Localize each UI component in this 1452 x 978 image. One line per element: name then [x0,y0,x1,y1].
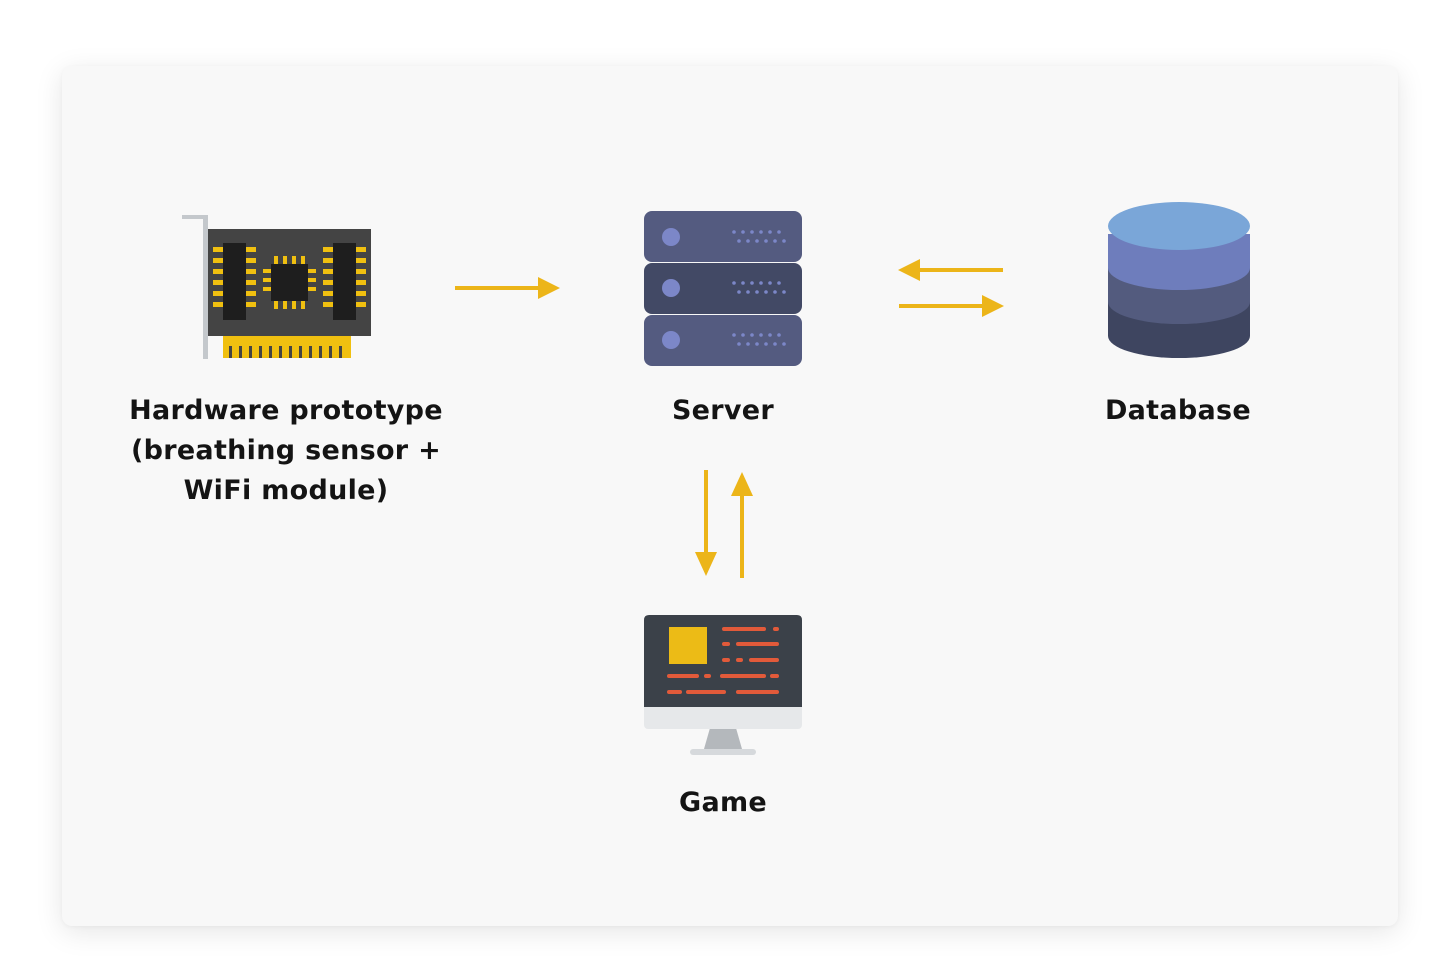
hardware-label-line-3: WiFi module) [183,475,389,506]
monitor-icon [644,615,802,755]
arrow-hardware-to-server [455,277,560,299]
arrow-server-to-database [899,295,1004,317]
game-label: Game [678,787,768,818]
arrow-game-to-server [731,472,753,578]
hardware-label-line-2: (breathing sensor + [130,435,442,466]
database-label: Database [1104,395,1252,426]
hardware-label-line-1: Hardware prototype [129,395,443,426]
arrow-database-to-server [898,259,1003,281]
database-icon [1108,202,1250,358]
server-rack-icon [644,211,802,366]
circuit-board-icon [182,215,371,359]
arrow-server-to-game [695,470,717,576]
hardware-label: Hardware prototype (breathing sensor + W… [106,391,466,511]
server-label: Server [671,395,775,426]
